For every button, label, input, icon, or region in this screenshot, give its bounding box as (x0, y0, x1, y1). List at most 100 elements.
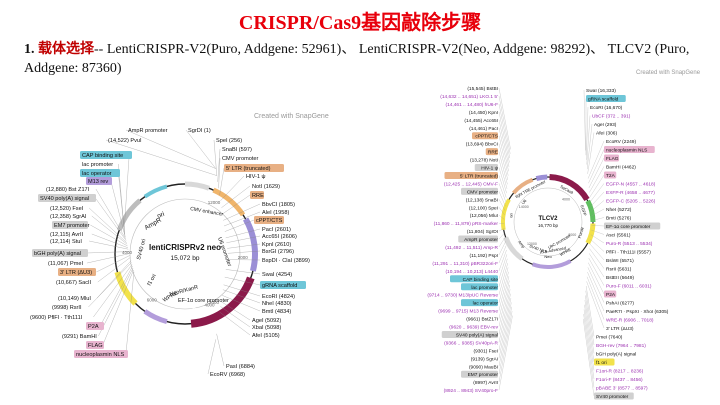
leader (498, 298, 512, 359)
p1-5ltr-box (224, 164, 284, 172)
p2-feature-box (458, 235, 498, 243)
p2-tre-arc (535, 174, 548, 181)
p1-ori-label: ori (156, 211, 165, 220)
p2-ring-label: SV40 NLS (529, 243, 549, 254)
p2-right-label: PflFI · Tth111I (5557) (606, 250, 651, 256)
p2-feature-box (604, 146, 655, 153)
p2-left-label: (12,100) SpeI (469, 205, 498, 211)
p2-plasmid-size: 16,770 bp (538, 223, 559, 228)
leader (498, 95, 511, 154)
p1-right-label: AfeI (5105) (252, 333, 280, 339)
p1-right-label: PacI (2601) (262, 227, 291, 233)
p2-right-label: EF-1α core promoter (606, 224, 651, 230)
p2-right-label: P2A (606, 292, 616, 298)
p2-left-label: CAP binding site (463, 277, 499, 283)
p2-ring-label: PuroR (577, 226, 585, 238)
p1-left-label: nucleoplasmin NLS (76, 352, 124, 358)
leader (118, 172, 126, 236)
leader (498, 271, 509, 311)
p1-left-label: 3' LTR (ΔU3) (60, 270, 92, 276)
p2-feature-box (594, 392, 634, 400)
p1-ef1a-arc (242, 217, 258, 272)
p1-cppt-box (254, 216, 284, 224)
p2-feature-box (485, 148, 498, 156)
p1-lac-arc (143, 184, 168, 199)
p2-ring-label: SaCas9 (559, 184, 574, 196)
p1-tick-label: 4000 (205, 303, 216, 308)
leader (586, 281, 605, 329)
leader (589, 248, 605, 269)
p1-right-label: 5' LTR (truncated) (226, 166, 271, 172)
p2-ring-label: Neo (544, 254, 552, 259)
p2-left-label: HIV-1 ψ (481, 166, 498, 172)
p2-inner-ring (513, 187, 583, 257)
p2-leader-lines (498, 87, 605, 397)
p2-right-label: AscI (5561) (606, 233, 631, 239)
sv40-box (38, 194, 96, 202)
p2-right-label: PshAI (6277) (606, 301, 634, 307)
p2-feature-box (586, 95, 626, 102)
leader (586, 286, 595, 337)
leader (90, 224, 128, 247)
p2-left-label: (9661) BstZ17I (466, 317, 498, 323)
p2-left-label: (9139) SgrAI (471, 356, 498, 362)
p1-left-label: SV40 poly(A) signal (40, 196, 89, 202)
p2-features (501, 174, 596, 269)
p2-rtta-arc (531, 259, 572, 269)
p2-feature-box (472, 132, 498, 140)
p2-feature-box (594, 358, 615, 366)
p2-left-label: (13,278) NotI (470, 158, 498, 164)
snapgene-watermark-right: Created with SnapGene (636, 70, 701, 76)
leader (589, 243, 605, 261)
p2-right-label: BGH-rev (7964 .. 7981) (596, 343, 646, 349)
p2-left-label: (11,192) PspI (470, 253, 498, 259)
p1-right-label: Acc65I (2606) (262, 234, 297, 240)
step-title: 载体选择 (38, 42, 94, 57)
p1-ef1a-label: EF-1α core promoter (178, 298, 229, 304)
leader (498, 258, 508, 287)
p2-ring-label: ori (508, 213, 514, 218)
leader (498, 245, 507, 263)
p2-ring-label: WPRE (559, 247, 572, 257)
p2-feature-box (450, 275, 498, 283)
leader (498, 183, 506, 202)
leader (222, 295, 261, 312)
p2-right-label: EcoRV (2249) (606, 139, 636, 145)
p2-ring-label: U6 (520, 198, 528, 206)
leader (498, 191, 506, 207)
p2-left-label: cPPT/CTS (475, 134, 498, 140)
leader (99, 266, 133, 327)
p2-ring-label: rtTA-Advanced (540, 245, 567, 255)
p1-left-label: lac promoter (82, 162, 113, 168)
p1-right-label: XbaI (5098) (252, 325, 281, 331)
p1-tick-label: 2000 (238, 255, 249, 260)
em7-box (52, 221, 88, 229)
leader (583, 318, 595, 397)
leader (220, 175, 245, 201)
p1-u6-arc (212, 187, 246, 217)
leader (227, 243, 261, 249)
leader (588, 257, 605, 286)
p2-feature-box (604, 290, 617, 298)
p2-right-label: BamHI (4462) (606, 165, 636, 171)
leader (219, 311, 251, 336)
p2-left-label: (11,492 .. 11,511) Amp-R (445, 245, 498, 251)
p2-left-label: (9714 .. 9730) M13/pUC Reverse (427, 293, 498, 299)
p1-neo-arc (114, 271, 138, 306)
leader (86, 251, 129, 254)
p2-feature-box (474, 164, 498, 171)
p1-left-label: (10,667) SacII (56, 280, 92, 286)
p2-left-label: (11,291 .. 11,310) pBR322ori-F (432, 261, 498, 267)
p2-left-label: (9699 .. 9715) M13 Reverse (438, 309, 498, 315)
p2-left-label: CMV promoter (467, 189, 499, 195)
leader (498, 199, 506, 211)
leader (95, 197, 127, 241)
p2-plasmid-name: TLCV2 (538, 216, 558, 222)
p2-ring-label: Amp (517, 239, 527, 249)
snapgene-watermark-left: Created with SnapGene (254, 113, 329, 120)
p1-left-label: lac operator (82, 171, 112, 177)
p2-right-label: EXFP-R (4658 .. 4677) (606, 190, 655, 196)
p2-right-label: PaeR7I · PspXI · XhoI (6305) (606, 309, 669, 315)
